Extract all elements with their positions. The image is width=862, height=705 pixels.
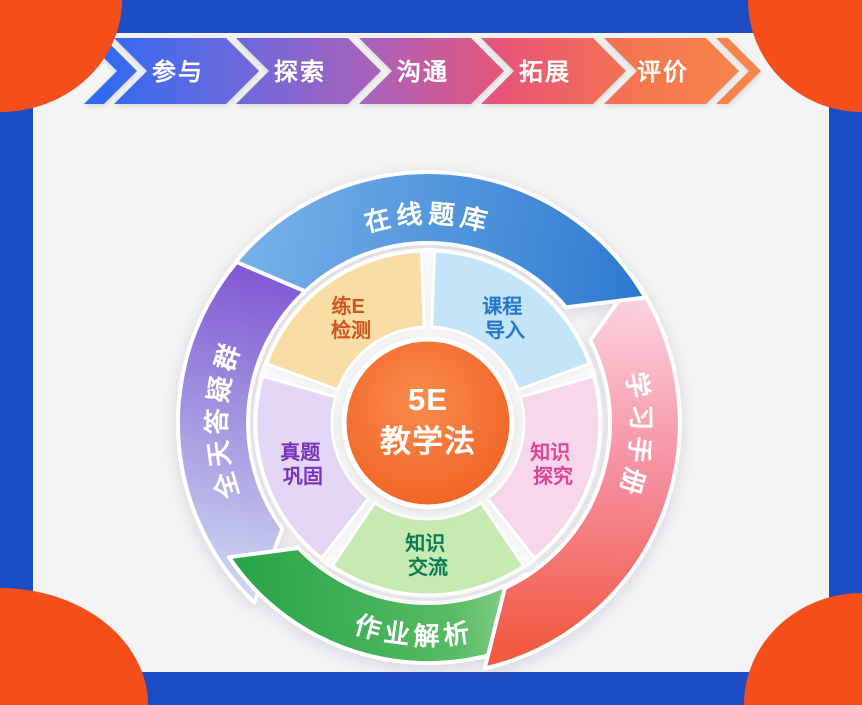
sector-label-line: 知识 (530, 440, 570, 464)
sector-label-line: 真题 (280, 440, 321, 464)
banner-step-engage (114, 38, 259, 104)
banner-label-evaluate: 评价 (637, 59, 689, 86)
center-title-line2: 教学法 (380, 424, 476, 459)
sector-label-zhenti-gonggu: 真题 巩固 (280, 440, 326, 488)
center-title-line1: 5E (408, 382, 448, 417)
arc-study-handbook (482, 276, 682, 671)
sector-label-zhishi-tanjiu: 知识 探究 (530, 440, 576, 488)
banner-step-extend (481, 38, 626, 104)
inner-sector-ring (254, 249, 602, 597)
sector-label-zhishi-jiaoliu: 知识 交流 (405, 531, 451, 579)
outer-arc-ring (176, 169, 682, 671)
sector-label-kecheng-daoru: 课程 导入 (482, 295, 528, 342)
sector-lianE-jiance (265, 249, 426, 392)
sector-label-line: 导入 (485, 319, 525, 342)
sector-zhishi-tanjiu (485, 374, 602, 560)
banner-label-communicate: 沟通 (397, 58, 449, 86)
banner-label-explore: 探索 (274, 59, 326, 86)
sector-zhishi-jiaoliu (330, 501, 526, 597)
process-banner: 参与 探索 沟通 拓展 评价 (84, 38, 761, 104)
banner-label-extend: 拓展 (519, 59, 571, 86)
sector-label-line: 巩固 (283, 466, 323, 488)
banner-tail-chevron (716, 38, 761, 104)
sector-kecheng-daoru (430, 249, 591, 392)
banner-label-engage: 参与 (152, 58, 204, 86)
center-circle-5e (341, 336, 515, 510)
sector-label-line: 探究 (533, 464, 573, 488)
sector-zhenti-gonggu (254, 374, 371, 560)
sector-label-line: 课程 (482, 295, 522, 318)
sector-label-lianE-jiance: 练E 检测 (331, 294, 371, 342)
sector-label-line: 交流 (408, 555, 448, 579)
arc-online-question-bank (233, 169, 648, 310)
banner-step-evaluate (604, 38, 739, 104)
banner-step-explore (236, 38, 381, 104)
sector-label-line: 检测 (331, 318, 371, 342)
banner-step-communicate (359, 38, 504, 104)
sector-label-line: 练E (332, 294, 365, 318)
banner-lead-chevron (84, 38, 137, 104)
sector-label-line: 知识 (405, 531, 445, 555)
